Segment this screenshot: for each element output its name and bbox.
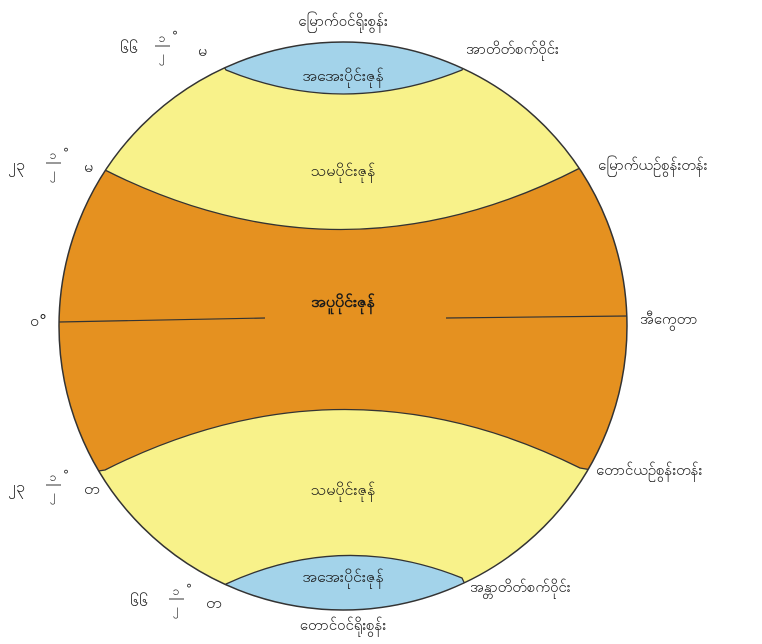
latitude-0-label: ၀° xyxy=(30,311,47,330)
tropic-of-cancer-label: မြောက်ယဉ်စွန်းတန်း xyxy=(598,155,708,177)
equator-line-left xyxy=(58,317,266,323)
torrid-zone-area xyxy=(59,167,627,481)
lat-66n-direction: မ xyxy=(198,41,207,60)
lat-23n-degree-mark: ° xyxy=(63,146,69,160)
lat-66s-degrees: ၆၆ xyxy=(130,591,148,610)
lat-23s-numerator: ၁ xyxy=(50,470,57,484)
north-temperate-zone-label: သမပိုင်းဇုန် xyxy=(311,161,376,183)
lat-23s-degrees: ၂၃ xyxy=(8,477,25,499)
lat-23n-numerator: ၁ xyxy=(50,148,57,162)
south-frigid-zone-label: အအေးပိုင်းဇုန် xyxy=(302,567,384,589)
equator-line-right xyxy=(445,315,628,319)
lat-66n-denominator: ၂ xyxy=(159,49,165,66)
globe-outline xyxy=(58,41,628,611)
globe-zones xyxy=(59,42,627,610)
lat-23n-direction: မ xyxy=(84,157,93,176)
lat-66s-denominator: ၂ xyxy=(173,602,179,619)
lat-66n-numerator: ၁ xyxy=(159,31,166,45)
latitude-23n-label: ၂၃ ၁ ၂ ° မ xyxy=(8,146,93,183)
lat-23n-denominator: ၂ xyxy=(50,166,56,183)
lat-66s-direction: တ xyxy=(206,593,222,612)
lat-23s-direction: တ xyxy=(84,479,100,498)
south-temperate-zone-label: သမပိုင်းဇုန် xyxy=(311,480,376,502)
latitude-66s-label: ၆၆ ၁ ၂ ° တ xyxy=(130,582,222,619)
tropic-of-capricorn-label: တောင်ယဉ်စွန်းတန်း xyxy=(596,461,702,482)
torrid-zone-label: အပူပိုင်းဇုန် xyxy=(311,292,375,315)
south-pole-label: တောင်ဝင်ရိုးစွန်း xyxy=(300,616,387,637)
arctic-circle-label: အာတိတ်စက်ဝိုင်း xyxy=(466,40,559,61)
lat-23s-degree-mark: ° xyxy=(63,468,69,482)
lat-23s-denominator: ၂ xyxy=(50,488,56,505)
north-pole-label: မြောက်ဝင်ရိုးစွန်း xyxy=(298,11,388,33)
antarctic-circle-label: အန္တာတိတ်စက်ဝိုင်း xyxy=(470,578,571,599)
lat-66s-numerator: ၁ xyxy=(173,584,180,598)
south-frigid-zone-area xyxy=(198,554,488,610)
equator-label: အီကွေတာ xyxy=(640,310,697,331)
latitude-23s-label: ၂၃ ၁ ၂ ° တ xyxy=(8,468,100,505)
lat-66s-degree-mark: ° xyxy=(186,582,192,596)
lat-66n-degrees: ၆၆ xyxy=(120,38,138,57)
lat-66n-degree-mark: ° xyxy=(172,29,178,43)
north-frigid-zone-label: အအေးပိုင်းဇုန် xyxy=(302,66,384,88)
lat-23n-degrees: ၂၃ xyxy=(8,155,25,177)
latitude-66n-label: ၆၆ ၁ ၂ ° မ xyxy=(120,29,207,66)
